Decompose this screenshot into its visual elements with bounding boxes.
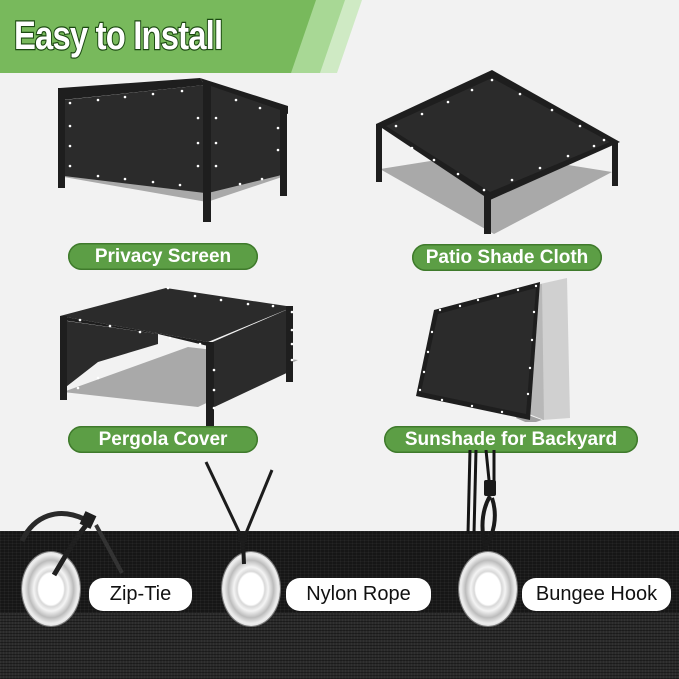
- label-sunshade-for-backyard: Sunshade for Backyard: [384, 426, 638, 453]
- header-banner: Easy to Install: [0, 0, 679, 73]
- fabric-mesh-strip: [0, 613, 679, 679]
- nylon-rope-icon: [204, 461, 274, 565]
- label-privacy-screen: Privacy Screen: [68, 243, 258, 270]
- backyard-sunshade-illustration: [416, 278, 570, 422]
- pergola-cover-illustration: [60, 286, 298, 427]
- label-zip-tie: Zip-Tie: [89, 578, 192, 611]
- label-bungee-hook: Bungee Hook: [522, 578, 671, 611]
- privacy-screen-illustration: [58, 78, 288, 222]
- grommet-bungee-hook: [459, 552, 517, 626]
- grommet-nylon-rope: [222, 552, 280, 626]
- patio-shade-illustration: [376, 70, 620, 234]
- label-pergola-cover: Pergola Cover: [68, 426, 258, 453]
- label-nylon-rope: Nylon Rope: [286, 578, 431, 611]
- zip-tie-icon: [19, 511, 124, 577]
- label-patio-shade-cloth: Patio Shade Cloth: [412, 244, 602, 271]
- banner-background-shape: [0, 0, 362, 73]
- bungee-hook-icon: [466, 450, 497, 551]
- grommet-zip-tie: [22, 552, 80, 626]
- banner-title: Easy to Install: [13, 13, 224, 59]
